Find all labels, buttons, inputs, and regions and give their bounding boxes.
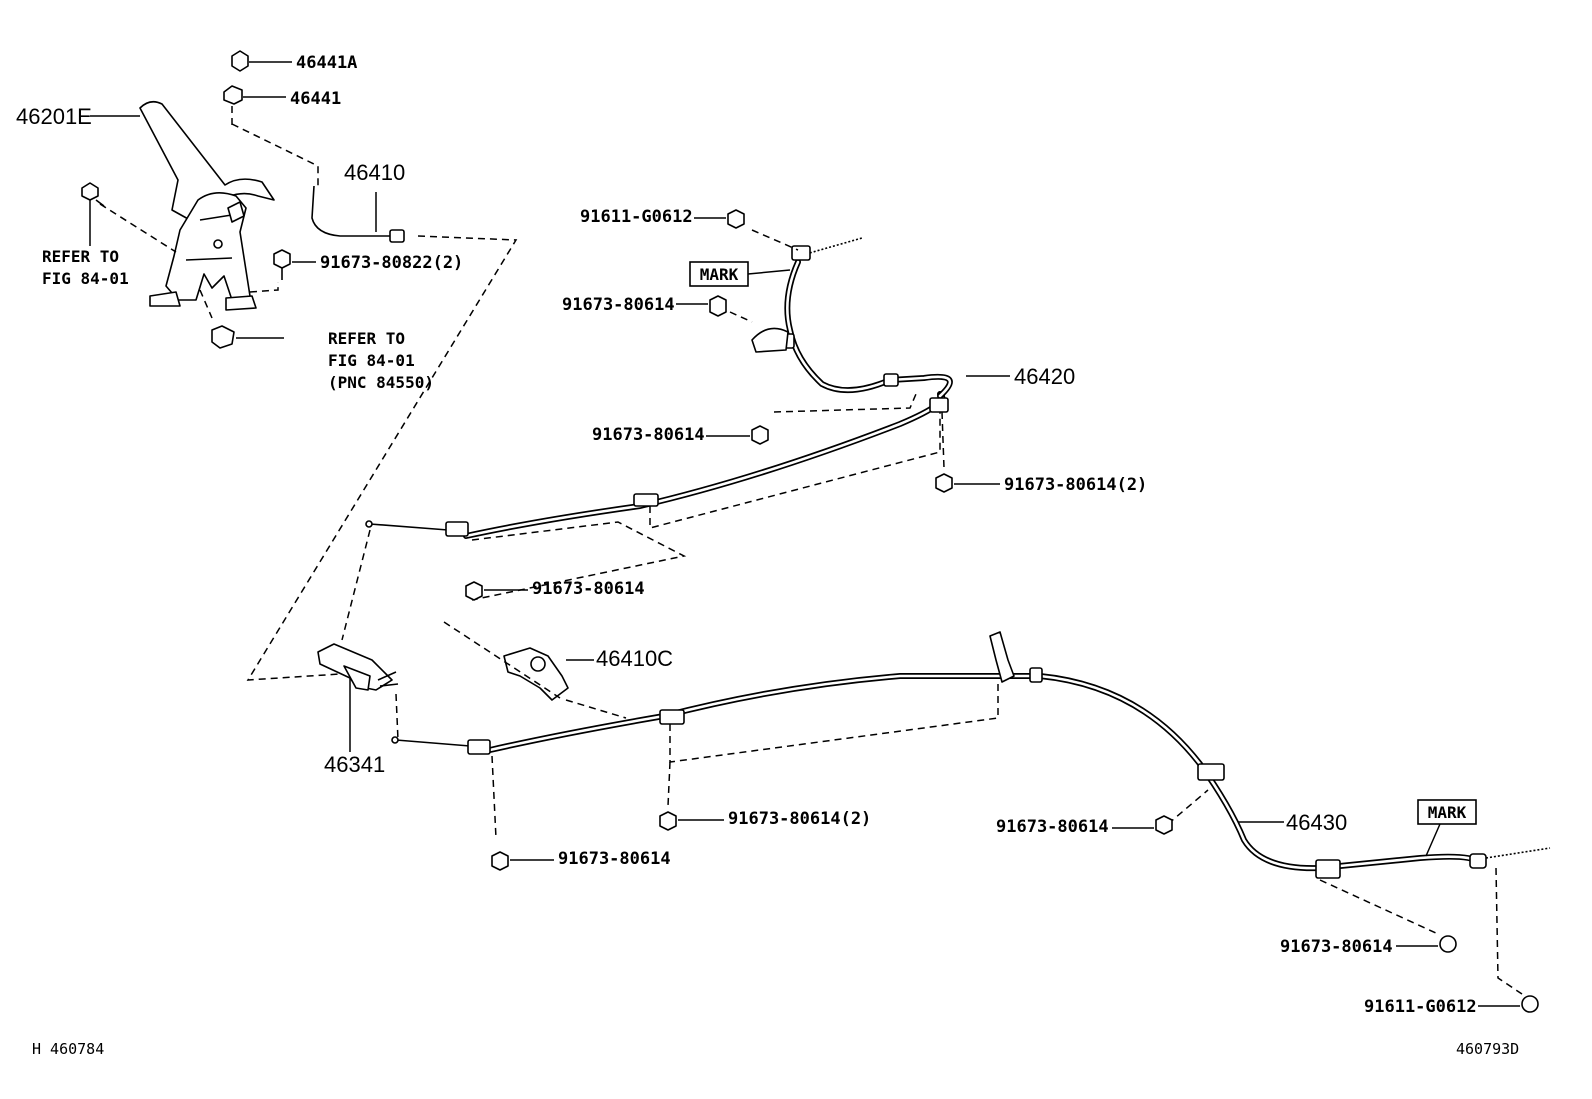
bolt-91673-80614-2-b: [659, 811, 724, 831]
ref2-line2: FIG 84-01: [328, 351, 415, 370]
equalizer-46341: [317, 643, 399, 752]
ref1-line2: FIG 84-01: [42, 269, 129, 288]
label-91673-80822-2: 91673-80822(2): [320, 253, 463, 273]
label-91673-80614-2-b: 91673-80614(2): [728, 809, 871, 829]
label-91673-80614-2-a: 91673-80614(2): [1004, 475, 1147, 495]
parking-brake-lever: [139, 100, 275, 311]
label-91611-G0612-top: 91611-G0612: [580, 207, 693, 227]
footer-right-code: 460793D: [1456, 1040, 1519, 1058]
ref1-line1: REFER TO: [42, 247, 119, 266]
footer-left-code: H 460784: [32, 1040, 104, 1058]
bolt-91611-G0612-bottom: [1478, 995, 1539, 1013]
label-46410: 46410: [344, 160, 405, 185]
label-91673-80614-b: 91673-80614: [592, 425, 705, 445]
label-91673-80614-a: 91673-80614: [562, 295, 675, 315]
nut-46441: [223, 85, 286, 105]
mark-callout-lower: MARK: [1417, 799, 1477, 857]
ref2-line1: REFER TO: [328, 329, 405, 348]
bolt-91673-80614-f: [1396, 935, 1457, 953]
label-46201E: 46201E: [16, 104, 92, 129]
rod-46410: [311, 185, 405, 243]
label-46341: 46341: [324, 752, 385, 777]
mark-upper-text: MARK: [700, 265, 739, 284]
label-91673-80614-d: 91673-80614: [558, 849, 671, 869]
label-46420: 46420: [1014, 364, 1075, 389]
bolt-91611-G0612-top: [694, 209, 745, 229]
bolt-91673-80614-d: [491, 851, 554, 871]
bolt-91673-80614-2-a: [935, 473, 1000, 493]
bolt-91673-80614-c: [465, 581, 528, 601]
label-91611-G0612-bottom: 91611-G0612: [1364, 997, 1477, 1017]
nut-lever-bottom: [211, 325, 284, 349]
cable-46430: [391, 631, 1551, 879]
label-46441A: 46441A: [296, 53, 357, 73]
bolt-91673-80614-e: [1112, 815, 1173, 835]
label-91673-80614-c: 91673-80614: [532, 579, 645, 599]
mark-lower-text: MARK: [1428, 803, 1467, 822]
cable-46420: [365, 237, 1010, 539]
bolt-91673-80614-b: [706, 425, 769, 445]
bolt-left: [81, 182, 105, 207]
mark-callout-upper: MARK: [689, 261, 791, 287]
nut-46441A: [231, 50, 292, 72]
label-46410C: 46410C: [596, 646, 673, 671]
bolt-91673-80614-a: [676, 295, 727, 317]
label-91673-80614-f: 91673-80614: [1280, 937, 1393, 957]
ref2-line3: (PNC 84550): [328, 373, 434, 392]
bracket-46410C: [503, 647, 594, 701]
label-46441: 46441: [290, 89, 341, 109]
label-46430: 46430: [1286, 810, 1347, 835]
bolt-91673-80822: [273, 249, 316, 280]
label-91673-80614-e: 91673-80614: [996, 817, 1109, 837]
